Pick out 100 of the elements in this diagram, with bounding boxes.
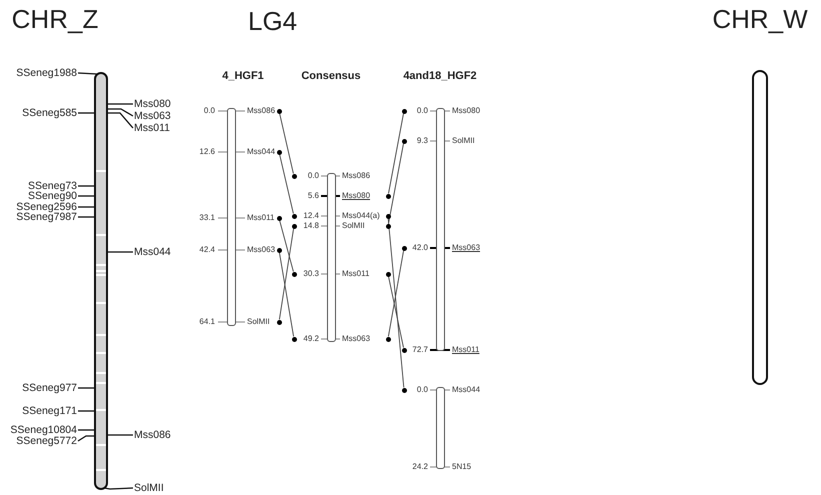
marker-name: 5N15 bbox=[452, 462, 472, 472]
marker-dot bbox=[292, 214, 296, 218]
marker-name: Mss011 bbox=[452, 345, 480, 355]
marker-name: Mss044 bbox=[452, 385, 480, 395]
marker-dot bbox=[292, 174, 296, 178]
marker-name: Mss011 bbox=[247, 213, 274, 223]
leader-line bbox=[108, 112, 134, 128]
connector-line bbox=[388, 143, 404, 224]
connector-line bbox=[279, 112, 294, 174]
marker-label: SSeneg977 bbox=[0, 382, 77, 394]
connector-line bbox=[388, 113, 404, 194]
map-heading: 4and18_HGF2 bbox=[402, 70, 478, 83]
marker-name: Mss086 bbox=[247, 106, 276, 116]
marker-name: Mss063 bbox=[452, 243, 480, 253]
map-position: 0.0 bbox=[416, 385, 428, 395]
linkage-group-bar bbox=[436, 387, 445, 469]
leader-line bbox=[78, 206, 94, 208]
chromosome-title: CHR_Z bbox=[10, 5, 100, 34]
marker-label: SSeneg7987 bbox=[0, 211, 77, 223]
connector-line bbox=[279, 154, 294, 214]
marker-label: SSeneg5772 bbox=[0, 435, 77, 447]
map-position: 9.3 bbox=[416, 136, 428, 146]
marker-label: SSeneg90 bbox=[0, 190, 77, 202]
map-position: 0.0 bbox=[306, 171, 319, 181]
marker-label: SSeneg585 bbox=[0, 107, 77, 119]
marker-label: SSeneg1988 bbox=[0, 67, 77, 79]
marker-name: Mss080 bbox=[342, 191, 370, 201]
marker-name: Mss011 bbox=[342, 269, 370, 279]
leader-line bbox=[78, 387, 94, 389]
map-position: 30.3 bbox=[302, 269, 319, 279]
linkage-group-bar bbox=[227, 108, 236, 326]
linkage-group-bar bbox=[436, 108, 445, 351]
marker-dot bbox=[386, 272, 390, 276]
map-position: 42.0 bbox=[411, 243, 428, 253]
map-position: 14.8 bbox=[302, 221, 319, 231]
connector-line bbox=[388, 218, 404, 388]
marker-dot bbox=[276, 108, 282, 114]
marker-name: Mss063 bbox=[247, 245, 276, 255]
marker-label: SSeneg73 bbox=[0, 180, 77, 192]
marker-dot bbox=[276, 320, 282, 324]
leader-line bbox=[78, 429, 94, 431]
map-position: 64.1 bbox=[198, 317, 215, 327]
connector-line bbox=[388, 250, 404, 337]
leader-line bbox=[108, 434, 133, 436]
marker-label: Mss011 bbox=[134, 122, 170, 134]
marker-name: SolMII bbox=[342, 221, 365, 231]
leader-line bbox=[104, 487, 134, 490]
marker-label: SSeneg171 bbox=[0, 405, 77, 417]
map-position: 12.6 bbox=[198, 147, 215, 157]
marker-label: SolMII bbox=[134, 482, 164, 494]
marker-dot bbox=[276, 216, 282, 220]
connector-line bbox=[278, 228, 294, 320]
leader-line bbox=[78, 195, 94, 197]
marker-dot bbox=[386, 194, 390, 198]
map-position: 12.4 bbox=[302, 211, 319, 221]
map-position: 33.1 bbox=[198, 213, 215, 223]
leader-line bbox=[108, 103, 133, 105]
marker-label: Mss086 bbox=[134, 429, 171, 441]
marker-dot bbox=[292, 224, 296, 228]
marker-dot bbox=[386, 336, 390, 342]
map-position: 5.6 bbox=[306, 191, 319, 201]
marker-dot bbox=[292, 336, 296, 342]
connector-line bbox=[278, 252, 294, 337]
leader-line bbox=[78, 185, 94, 187]
leader-line bbox=[78, 410, 94, 412]
marker-name: Mss044 bbox=[247, 147, 276, 157]
marker-label: Mss063 bbox=[134, 110, 171, 122]
leader-line bbox=[108, 108, 134, 117]
marker-name: SolMII bbox=[452, 136, 475, 146]
linkage-group-bar bbox=[327, 173, 336, 342]
marker-dot bbox=[402, 108, 406, 114]
connector-line bbox=[388, 276, 404, 348]
marker-dot bbox=[386, 224, 390, 228]
marker-dot bbox=[402, 138, 406, 144]
connector-line bbox=[279, 220, 294, 272]
leader-line bbox=[78, 216, 94, 218]
marker-name: Mss044(a) bbox=[342, 211, 380, 221]
group-title: LG4 bbox=[248, 6, 298, 36]
marker-dot bbox=[402, 388, 406, 392]
marker-label: SSeneg2596 bbox=[0, 201, 77, 213]
marker-name: Mss086 bbox=[342, 171, 370, 181]
map-position: 49.2 bbox=[302, 334, 319, 344]
map-heading: Consensus bbox=[300, 70, 362, 83]
leader-line bbox=[78, 72, 98, 75]
leader-line bbox=[108, 251, 133, 253]
marker-dot bbox=[402, 246, 406, 250]
marker-name: Mss080 bbox=[452, 106, 480, 116]
marker-label: Mss044 bbox=[134, 246, 171, 258]
marker-dot bbox=[402, 348, 406, 352]
marker-label: SSeneg10804 bbox=[0, 424, 77, 436]
map-position: 42.4 bbox=[198, 245, 215, 255]
marker-dot bbox=[276, 150, 282, 154]
chromosome-title: CHR_W bbox=[711, 5, 809, 34]
marker-dot bbox=[292, 272, 296, 276]
marker-dot bbox=[276, 248, 282, 252]
marker-name: Mss063 bbox=[342, 334, 370, 344]
marker-dot bbox=[386, 214, 390, 218]
marker-name: SolMII bbox=[247, 317, 270, 327]
marker-label: Mss080 bbox=[134, 98, 171, 110]
map-heading: 4_HGF1 bbox=[221, 70, 265, 83]
